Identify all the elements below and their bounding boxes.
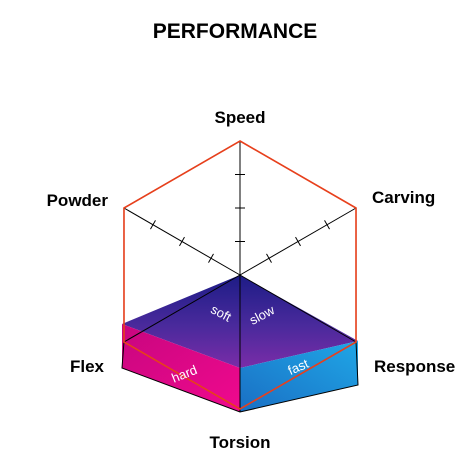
axis-line-flex — [123, 274, 241, 343]
axis-tick-powder — [179, 236, 185, 247]
zone-hard-face — [122, 324, 240, 412]
radar-series — [123, 140, 357, 410]
radar-ticks — [150, 174, 330, 263]
axis-tick-carving — [295, 236, 301, 247]
series-line-0 — [123, 140, 357, 410]
axis-label-torsion: Torsion — [209, 433, 270, 452]
axis-tick-powder — [150, 220, 156, 230]
axis-label-speed: Speed — [214, 108, 265, 127]
axis-tick-powder — [208, 253, 214, 263]
axis-tick-carving — [266, 253, 272, 263]
axis-label-response: Response — [374, 357, 455, 376]
axis-label-powder: Powder — [47, 191, 109, 210]
chart-title: PERFORMANCE — [152, 20, 318, 43]
axis-tick-carving — [324, 220, 330, 230]
axis-line-response — [239, 274, 357, 343]
axis-label-carving: Carving — [372, 188, 435, 207]
axis-label-flex: Flex — [70, 357, 105, 376]
